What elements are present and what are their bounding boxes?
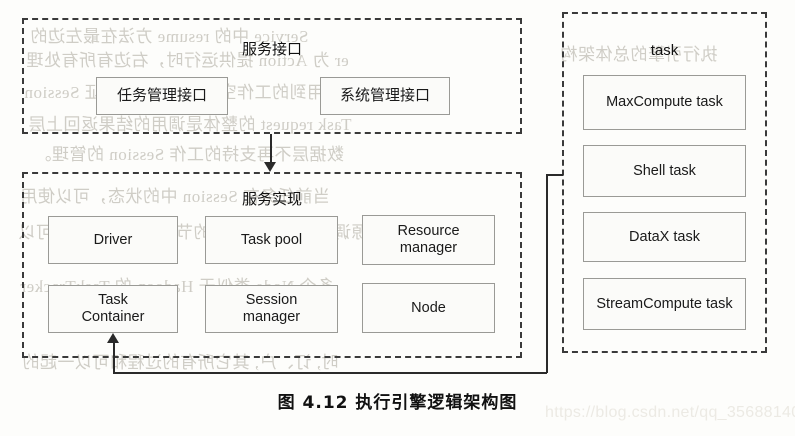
group-title-service-implementation: 服务实现 (241, 190, 302, 208)
connector-interface-to-implementation-arrow (264, 162, 276, 172)
node-streamcompute-task[interactable]: StreamCompute task (583, 278, 746, 330)
group-task: task (562, 12, 767, 353)
node-session-manager[interactable]: Session manager (205, 285, 338, 333)
group-service-interface: 服务接口 (22, 18, 522, 134)
node-driver[interactable]: Driver (48, 216, 178, 264)
group-title-task: task (650, 42, 679, 59)
node-task-management-interface[interactable]: 任务管理接口 (96, 77, 228, 115)
bleed-text: 数据层不再支持的工作 Session 的管理。 (34, 145, 344, 164)
node-maxcompute-task[interactable]: MaxCompute task (583, 75, 746, 130)
node-task-pool[interactable]: Task pool (205, 216, 338, 264)
connector-task-feedback-vertical-left (113, 342, 115, 373)
group-service-implementation: 服务实现 (22, 172, 522, 358)
connector-task-feedback-horizontal (113, 372, 547, 374)
connector-task-feedback-arrow (107, 333, 119, 343)
node-node[interactable]: Node (362, 283, 495, 333)
connector-interface-to-implementation-line (270, 134, 272, 164)
connector-task-feedback-vertical-right (546, 174, 548, 373)
node-shell-task[interactable]: Shell task (583, 145, 746, 197)
connector-task-feedback-top-stub (546, 174, 563, 176)
node-datax-task[interactable]: DataX task (583, 212, 746, 262)
node-resource-manager[interactable]: Resource manager (362, 215, 495, 265)
node-task-container[interactable]: Task Container (48, 285, 178, 333)
figure-caption: 图 4.12 执行引擎逻辑架构图 (277, 393, 518, 413)
group-title-service-interface: 服务接口 (241, 40, 302, 58)
node-system-management-interface[interactable]: 系统管理接口 (320, 77, 450, 115)
